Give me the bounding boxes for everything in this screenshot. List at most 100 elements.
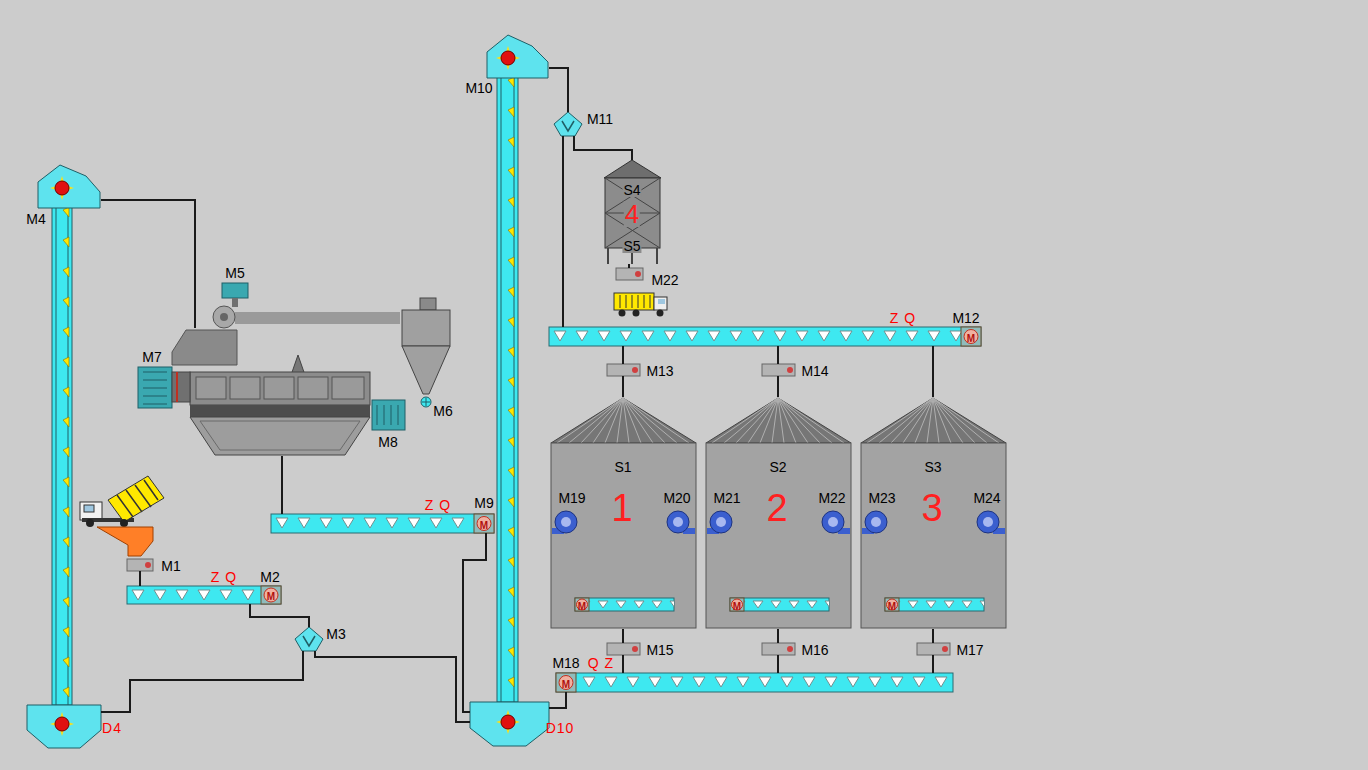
label-anchor: S2 — [769, 458, 786, 476]
equipment-label: M5 — [225, 266, 244, 280]
label-anchor: M — [888, 596, 896, 614]
label-anchor: M1 — [161, 557, 180, 575]
label-anchor: M7 — [142, 348, 161, 366]
silo-number: 2 — [766, 489, 787, 527]
material-line — [101, 651, 303, 712]
equipment-label: M18 — [552, 656, 579, 670]
mode-indicator: D4 — [102, 721, 122, 735]
equipment-label: M17 — [956, 643, 983, 657]
label-anchor: M6 — [433, 402, 452, 420]
label-anchor: M8 — [378, 433, 397, 451]
feeder: M16 — [762, 643, 795, 655]
label-anchor: M — [967, 328, 975, 346]
label-anchor: M — [733, 596, 741, 614]
equipment-label: M4 — [26, 212, 45, 226]
label-anchor: M3 — [326, 625, 345, 643]
material-line — [777, 376, 779, 397]
belt-conveyor: Z QMM12 — [549, 327, 981, 346]
equipment-label: M19 — [558, 491, 585, 505]
silo-number: 1 — [611, 489, 632, 527]
equipment-label: S2 — [769, 460, 786, 474]
equipment-label: M11 — [587, 112, 613, 126]
motor-icon-letter: M — [562, 680, 570, 690]
equipment-label: M2 — [260, 570, 279, 584]
material-line — [315, 651, 470, 722]
bucket-elevator: M4D4 — [27, 164, 101, 748]
material-line — [622, 655, 624, 673]
silo-number: 4 — [624, 201, 640, 227]
equipment-label: S1 — [614, 460, 631, 474]
material-line — [574, 136, 632, 160]
belt-conveyor: Z QMM2 — [127, 586, 281, 604]
silo-label: S4 — [622, 183, 641, 197]
equipment-label: M16 — [801, 643, 828, 657]
equipment-label: M21 — [713, 491, 740, 505]
label-anchor: M22 — [818, 489, 845, 507]
material-line — [549, 692, 566, 708]
equipment-label: M23 — [868, 491, 895, 505]
material-line — [562, 136, 564, 327]
label-anchor: M10 — [465, 79, 492, 97]
label-anchor: 3 — [921, 489, 942, 527]
label-anchor: M — [480, 515, 488, 533]
label-anchor: S5 — [622, 237, 641, 255]
diverter-valve: M3 — [295, 627, 323, 651]
material-line — [777, 346, 779, 364]
label-anchor: 4 — [624, 201, 640, 227]
label-anchor: S3 — [924, 458, 941, 476]
motor-icon-letter: M — [733, 602, 741, 612]
equipment-label: M15 — [646, 643, 673, 657]
material-line — [622, 346, 624, 364]
equipment-label: M13 — [646, 364, 673, 378]
label-anchor: M5 — [225, 264, 244, 282]
equipment-label: M10 — [465, 81, 492, 95]
motor-icon-letter: M — [267, 592, 275, 602]
equipment-label: M3 — [326, 627, 345, 641]
label-anchor: M2 — [260, 568, 279, 586]
label-anchor: M20 — [663, 489, 690, 507]
label-anchor: M23 — [868, 489, 895, 507]
equipment-label: M6 — [433, 404, 452, 418]
feeder: M13 — [607, 364, 640, 376]
silo-number: 3 — [921, 489, 942, 527]
motor-icon-letter: M — [888, 602, 896, 612]
material-line — [250, 604, 309, 627]
belt-conveyor: Z QMM9 — [271, 514, 494, 533]
label-anchor: M — [578, 596, 586, 614]
label-anchor: D10 — [546, 719, 575, 737]
equipment-label: M12 — [952, 311, 979, 325]
equipment-label: M7 — [142, 350, 161, 364]
label-anchor: Q Z — [588, 654, 614, 672]
label-anchor: M — [562, 674, 570, 692]
material-line — [777, 629, 779, 643]
label-anchor: M16 — [801, 641, 828, 659]
material-line — [628, 264, 630, 268]
material-line — [549, 68, 568, 112]
silo: S4 4S5 — [603, 160, 662, 264]
equipment-label: M20 — [663, 491, 690, 505]
silo: S33M23M24M — [860, 397, 1007, 629]
material-line — [281, 456, 283, 514]
equipment-label: M1 — [161, 559, 180, 573]
material-line — [932, 655, 934, 673]
material-line — [932, 346, 934, 397]
mode-indicator: Z Q — [211, 570, 237, 584]
dryer: M7M8 — [138, 328, 406, 456]
label-anchor: Z Q — [425, 496, 451, 514]
label-anchor: Z Q — [211, 568, 237, 586]
feeder: M14 — [762, 364, 795, 376]
label-anchor: M17 — [956, 641, 983, 659]
feeder: M17 — [917, 643, 950, 655]
fan: M5 — [210, 280, 250, 326]
cyclone: M6 — [400, 296, 456, 409]
mode-indicator: D10 — [546, 721, 575, 735]
equipment-label: M9 — [474, 496, 493, 510]
label-anchor: 2 — [766, 489, 787, 527]
label-anchor: M18 — [552, 654, 579, 672]
material-line — [622, 629, 624, 643]
silo: S2 2 M21 M22M — [705, 397, 852, 629]
label-anchor: M19 — [558, 489, 585, 507]
